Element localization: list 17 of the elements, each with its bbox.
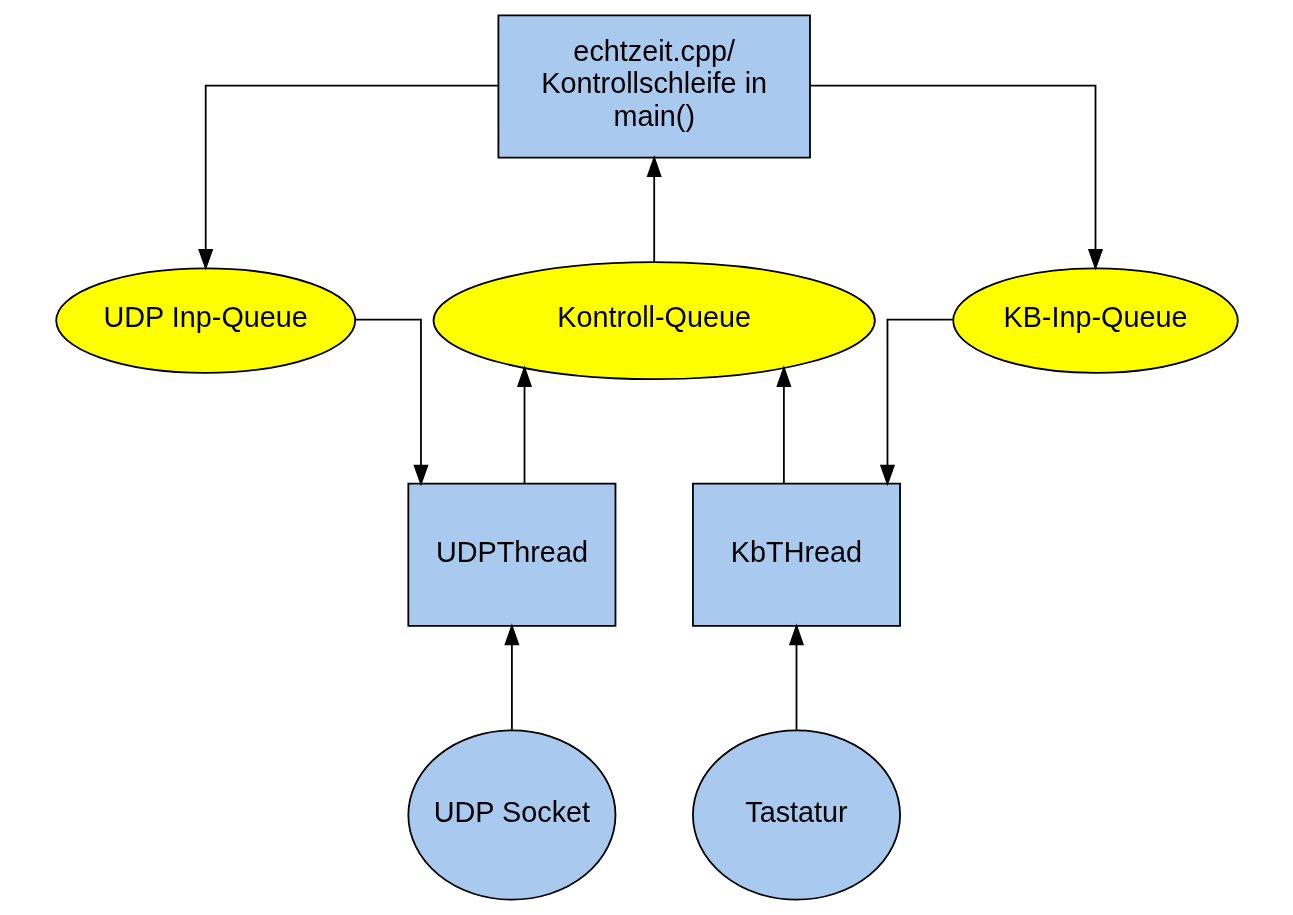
arrow <box>646 155 662 263</box>
arrow <box>775 365 791 485</box>
node-ellipse: UDP Inp-Queue <box>54 267 356 374</box>
node-ellipse: Tastatur <box>691 729 901 901</box>
node-ellipse: Kontroll-Queue <box>432 261 876 381</box>
node-ellipse: KB-Inp-Queue <box>951 267 1239 374</box>
arrow <box>503 623 519 731</box>
arrow <box>879 318 954 487</box>
node-box: UDPThread <box>406 482 616 627</box>
node-ellipse: UDP Socket <box>406 729 616 901</box>
arrow <box>197 84 499 271</box>
arrow <box>353 318 428 487</box>
arrow <box>788 623 804 731</box>
node-box: echtzeit.cpp/ Kontrollschleife in main() <box>497 14 811 159</box>
node-box: KbTHread <box>691 482 901 627</box>
arrow <box>516 365 532 485</box>
arrow <box>809 84 1103 271</box>
